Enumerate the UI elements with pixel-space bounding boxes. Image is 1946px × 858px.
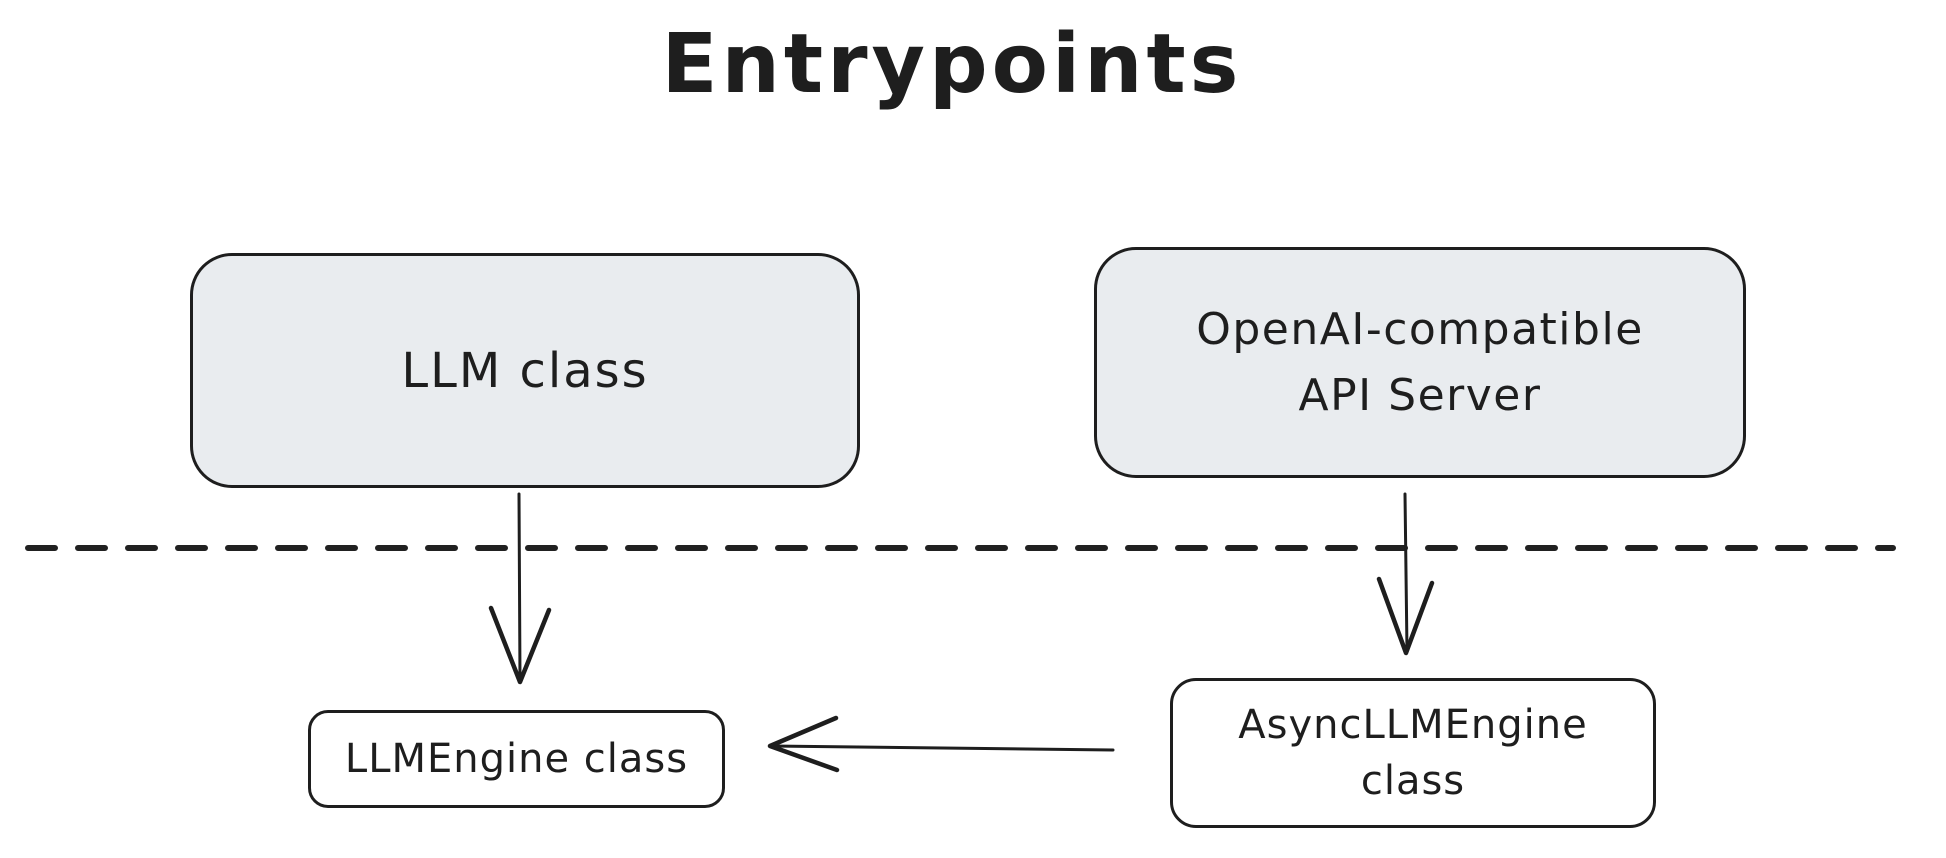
arrow-llm-class-to-llmengine [488,492,552,685]
node-openai-api-server-label: OpenAI-compatible API Server [1196,303,1644,421]
node-asyncllmengine-class-label: AsyncLLMEngine class [1238,702,1588,804]
node-llmengine-class-label: LLMEngine class [344,736,689,782]
node-llm-class-label: LLM class [401,342,649,399]
node-llm-class: LLM class [190,253,860,488]
arrow-api-server-to-asyncllmengine [1376,492,1435,656]
node-openai-api-server: OpenAI-compatible API Server [1094,247,1746,478]
node-llmengine-class: LLMEngine class [308,710,725,808]
arrow-asyncllmengine-to-llmengine [767,715,1115,773]
node-asyncllmengine-class: AsyncLLMEngine class [1170,678,1656,828]
diagram-title: Entrypoints [661,17,1243,112]
